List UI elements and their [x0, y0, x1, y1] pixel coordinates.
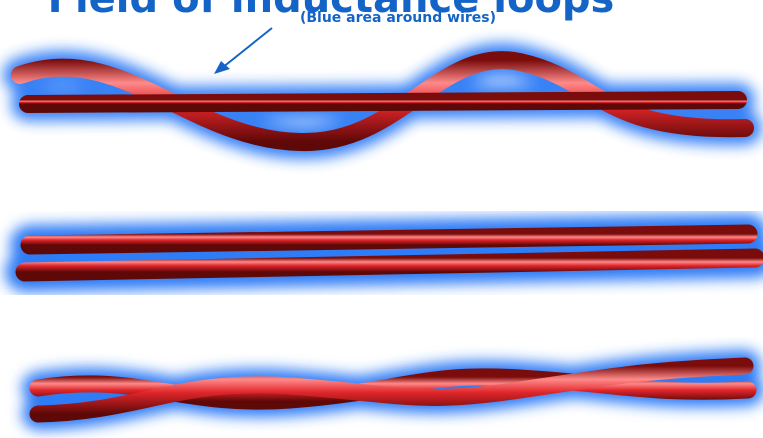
- wire-a: [30, 234, 748, 245]
- annotation-arrow: [214, 28, 272, 74]
- panel-single-twist: [20, 60, 745, 142]
- panel-twisted: [38, 366, 748, 414]
- wire-b: [28, 100, 738, 104]
- field-annotation: (Blue area around wires): [300, 10, 496, 26]
- panel-parallel: [25, 234, 755, 272]
